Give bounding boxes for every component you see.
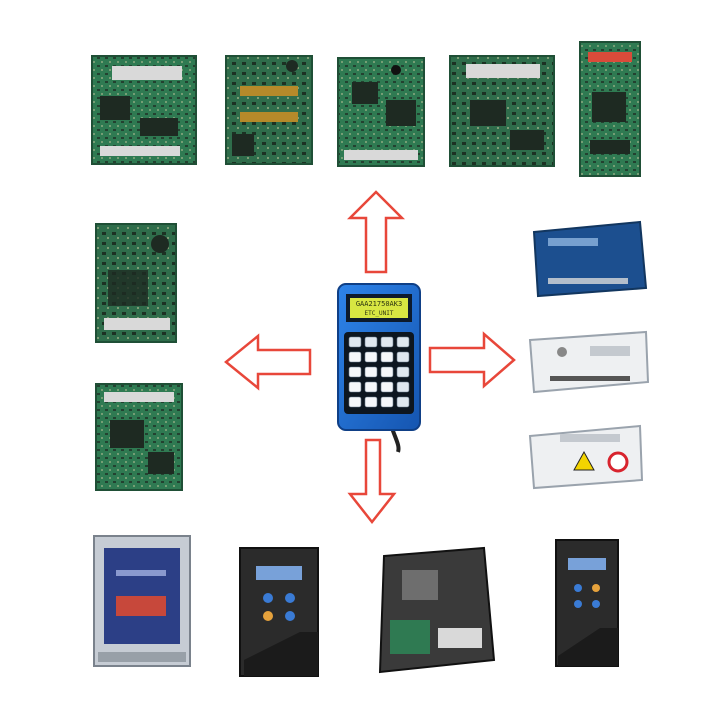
pcb-left-1 [95,223,177,343]
keypad-key [380,351,394,363]
blue-control-box [532,220,648,298]
tool-keypad [348,336,410,408]
service-tool: GAA21750AK3 ETC_UNIT [337,283,421,453]
keypad-key [380,396,394,408]
tool-screen-line2: ETC_UNIT [365,310,394,317]
white-module-2 [528,424,644,490]
pcb-top-1 [91,55,197,165]
arrow-left [224,333,312,391]
tool-screen-line1: GAA21750AK3 [356,300,402,308]
pcb-top-4 [449,55,555,167]
keypad-key [396,366,410,378]
pcb-top-5 [579,41,641,177]
keypad-key [348,396,362,408]
arrow-up [346,190,406,274]
keypad-key [364,366,378,378]
keypad-key [380,336,394,348]
inverter-drive-1 [239,547,319,677]
keypad-key [364,381,378,393]
keypad-key [396,381,410,393]
arrow-right [428,331,516,389]
keypad-key [348,351,362,363]
keypad-key [396,351,410,363]
keypad-key [396,396,410,408]
pcb-top-2 [225,55,313,165]
pcb-left-2 [95,383,183,491]
keypad-key [396,336,410,348]
keypad-key [348,381,362,393]
keypad-key [364,351,378,363]
inverter-drive-2 [555,539,619,667]
drive-cabinet [93,535,191,667]
keypad-key [348,336,362,348]
open-drive-unit [378,546,496,674]
keypad-key [364,336,378,348]
arrow-down [347,438,397,525]
keypad-key [348,366,362,378]
keypad-key [364,396,378,408]
keypad-key [380,366,394,378]
pcb-top-3 [337,57,425,167]
keypad-key [380,381,394,393]
white-module-1 [528,330,650,394]
